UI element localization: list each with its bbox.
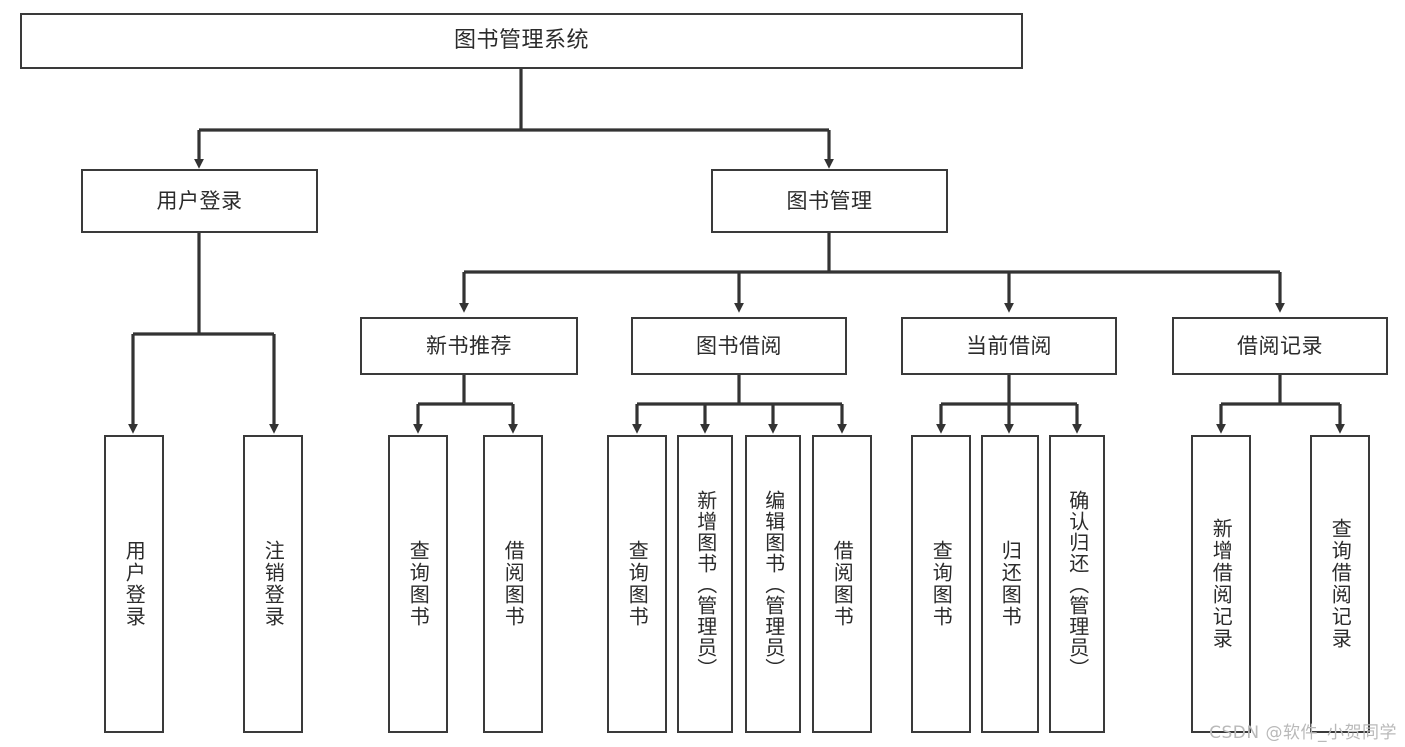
leaf-edit-book-admin[interactable]: 编辑图书（管理员） [745, 435, 801, 733]
node-borrow-record[interactable]: 借阅记录 [1172, 317, 1388, 375]
node-label: 借阅图书 [830, 540, 855, 628]
node-book-borrow[interactable]: 图书借阅 [631, 317, 847, 375]
node-label: 归还图书 [998, 540, 1023, 628]
node-label: 编辑图书（管理员） [761, 489, 786, 679]
node-label: 新书推荐 [426, 333, 512, 358]
node-label: 查询图书 [929, 540, 954, 628]
leaf-add-book-admin[interactable]: 新增图书（管理员） [677, 435, 733, 733]
leaf-query-book-1[interactable]: 查询图书 [388, 435, 448, 733]
node-label: 查询图书 [406, 540, 431, 628]
leaf-borrow-book-1[interactable]: 借阅图书 [483, 435, 543, 733]
node-new-book-recommend[interactable]: 新书推荐 [360, 317, 578, 375]
node-label: 注销登录 [261, 540, 286, 628]
node-label: 新增图书（管理员） [693, 489, 718, 679]
node-book-management[interactable]: 图书管理 [711, 169, 948, 233]
leaf-add-borrow-record[interactable]: 新增借阅记录 [1191, 435, 1251, 733]
node-label: 新增借阅记录 [1209, 518, 1234, 650]
node-user-login[interactable]: 用户登录 [81, 169, 318, 233]
leaf-logout-login[interactable]: 注销登录 [243, 435, 303, 733]
node-label: 用户登录 [156, 188, 243, 213]
node-label: 确认归还（管理员） [1065, 489, 1090, 679]
watermark: CSDN @软件_小贺同学 [1209, 723, 1397, 743]
node-root-system[interactable]: 图书管理系统 [20, 13, 1023, 69]
node-label: 借阅记录 [1237, 333, 1323, 358]
leaf-query-borrow-record[interactable]: 查询借阅记录 [1310, 435, 1370, 733]
node-label: 查询图书 [625, 540, 650, 628]
leaf-return-book[interactable]: 归还图书 [981, 435, 1039, 733]
node-label: 当前借阅 [966, 333, 1052, 358]
leaf-confirm-return-admin[interactable]: 确认归还（管理员） [1049, 435, 1105, 733]
node-label: 借阅图书 [501, 540, 526, 628]
node-label: 图书借阅 [696, 333, 782, 358]
node-label: 图书管理系统 [453, 28, 589, 54]
node-current-borrow[interactable]: 当前借阅 [901, 317, 1117, 375]
node-label: 图书管理 [786, 188, 873, 213]
leaf-query-book-2[interactable]: 查询图书 [607, 435, 667, 733]
node-label: 查询借阅记录 [1328, 518, 1353, 650]
leaf-user-login[interactable]: 用户登录 [104, 435, 164, 733]
leaf-query-book-3[interactable]: 查询图书 [911, 435, 971, 733]
leaf-borrow-book-2[interactable]: 借阅图书 [812, 435, 872, 733]
node-label: 用户登录 [122, 540, 147, 628]
